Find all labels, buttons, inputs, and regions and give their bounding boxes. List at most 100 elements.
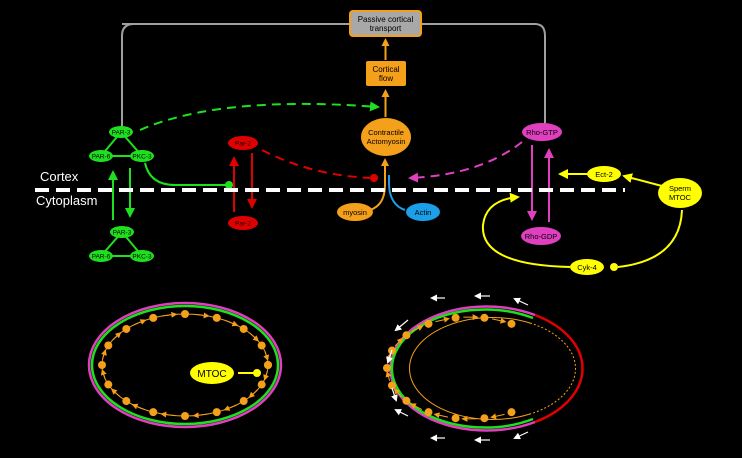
par3-cortex-node bbox=[109, 126, 133, 138]
cortical-flow-label-2: flow bbox=[379, 74, 393, 83]
sperm-mtoc-label-1: Sperm bbox=[669, 184, 691, 193]
passive-cortical-transport-box bbox=[349, 10, 422, 37]
flow-arrow bbox=[394, 409, 409, 417]
passive-transport-loop bbox=[121, 23, 546, 128]
left-cell-focus-arrow bbox=[133, 319, 147, 326]
right-cell-actomyosin-ring bbox=[409, 317, 531, 420]
par3-cortex-label: PAR-3 bbox=[112, 130, 131, 137]
left-cell-focus bbox=[212, 313, 221, 322]
cortical-flow-label-1: Cortical bbox=[372, 65, 399, 74]
pkc3-cortex-label: PKC-3 bbox=[132, 154, 152, 161]
left-cell-focus-arrow bbox=[112, 332, 122, 341]
pkc3-cyto-label: PKC-3 bbox=[132, 254, 152, 261]
cyk4-inhibition-dot bbox=[610, 263, 618, 271]
rho-gtp-label: Rho-GTP bbox=[526, 128, 558, 137]
actin-node bbox=[406, 203, 440, 221]
flow-arrow bbox=[513, 297, 529, 306]
right-cell-focus bbox=[451, 414, 460, 423]
left-cell-focus bbox=[239, 397, 248, 406]
left-cell-focus bbox=[212, 408, 221, 417]
left-cell-focus-arrow bbox=[263, 350, 270, 361]
cortical-flow-box bbox=[366, 61, 406, 86]
rho-gdp-node bbox=[521, 227, 561, 245]
flow-arrow bbox=[394, 319, 409, 332]
par2-cortex-label: Par-2 bbox=[235, 141, 251, 148]
left-cell: MTOC bbox=[87, 301, 283, 429]
mtoc-label: MTOC bbox=[197, 369, 226, 380]
left-cell-focus-arrow bbox=[263, 370, 269, 381]
pkc3-inhibits-par2 bbox=[144, 162, 226, 186]
par6-cyto-label: PAR-6 bbox=[92, 254, 111, 261]
left-cell-focus bbox=[104, 341, 113, 350]
left-cell-focus-arrow bbox=[111, 388, 121, 398]
right-cell-focus bbox=[388, 381, 397, 390]
pkc3-cortex-node bbox=[130, 150, 154, 162]
ect2-label: Ect-2 bbox=[595, 170, 613, 179]
right-cell-focus-arrow bbox=[411, 325, 424, 333]
left-cell-focus bbox=[181, 310, 189, 318]
left-cell-focus-arrow bbox=[225, 320, 239, 327]
par2-cyto-node bbox=[228, 216, 258, 230]
left-cell-focus bbox=[257, 341, 266, 350]
left-cell-focus bbox=[264, 361, 272, 369]
left-cell-focus-arrow bbox=[248, 389, 258, 398]
passive-cortical-transport-label-2: transport bbox=[370, 24, 402, 33]
myosin-label: myosin bbox=[343, 208, 367, 217]
left-cell-cortex bbox=[90, 304, 280, 426]
right-cell-focus bbox=[451, 313, 460, 322]
right-cell-focus bbox=[424, 319, 433, 328]
cyk4-node bbox=[570, 259, 604, 275]
left-cell-focus-arrow bbox=[160, 411, 176, 418]
right-cell-focus bbox=[507, 319, 516, 328]
actin-label: Actin bbox=[415, 208, 432, 217]
right-cell-focus-arrow bbox=[385, 370, 392, 381]
rhogtp-activates-actomyosin bbox=[408, 141, 523, 183]
par6-cortex-label: PAR-6 bbox=[92, 154, 111, 161]
left-cell-foci bbox=[98, 310, 272, 420]
cytoplasm-label: Cytoplasm bbox=[36, 193, 97, 208]
left-cell-focus bbox=[239, 324, 248, 333]
right-cell-focus bbox=[424, 408, 433, 417]
cyk4-label: Cyk-4 bbox=[577, 263, 597, 272]
right-cell-focus bbox=[402, 396, 411, 405]
right-cell-focus-arrow bbox=[433, 412, 449, 419]
par-activates-actomyosin bbox=[139, 101, 380, 131]
rho-gdp-label: Rho-GDP bbox=[525, 232, 558, 241]
left-cell-focus-arrow bbox=[131, 403, 145, 410]
left-cell-focus-arrow bbox=[223, 404, 237, 411]
left-cell-focus-arrow bbox=[249, 332, 259, 342]
left-cell-focus bbox=[257, 380, 266, 389]
left-cell-focus-arrow bbox=[100, 369, 107, 380]
left-cell-focus bbox=[149, 313, 158, 322]
right-cell-focus-arrow bbox=[394, 337, 404, 347]
left-cell-focus bbox=[122, 324, 131, 333]
cortical-flow-arrows bbox=[386, 292, 529, 444]
right-cell-foci bbox=[383, 313, 516, 423]
contractile-actomyosin-node bbox=[361, 118, 411, 156]
right-cell bbox=[383, 292, 584, 444]
ect2-node bbox=[587, 166, 621, 182]
flow-arrow bbox=[386, 349, 393, 364]
par3-cyto-label: PAR-3 bbox=[113, 230, 132, 237]
flow-arrow bbox=[391, 387, 398, 402]
par2-inhibits-actomyosin bbox=[261, 149, 371, 179]
right-cell-focus-arrow bbox=[490, 413, 505, 420]
left-cell-focus-arrow bbox=[162, 311, 178, 318]
right-cell-focus bbox=[507, 408, 516, 417]
right-cell-focus-arrow bbox=[409, 403, 423, 411]
left-cell-focus-arrow bbox=[194, 312, 210, 319]
contractile-actomyosin-label-2: Actomyosin bbox=[367, 137, 406, 146]
right-cell-focus bbox=[383, 364, 391, 372]
right-cell-dotted-ring bbox=[529, 322, 576, 415]
right-cell-focus-arrow bbox=[491, 317, 507, 324]
myosin-to-actomyosin bbox=[369, 158, 389, 211]
sperm-mtoc-node bbox=[658, 178, 702, 208]
contractile-actomyosin-label-1: Contractile bbox=[368, 128, 404, 137]
flow-arrow bbox=[513, 431, 529, 440]
right-cell-focus bbox=[480, 313, 489, 322]
par2-inhibition-dot bbox=[370, 174, 378, 182]
left-cell-focus bbox=[181, 412, 189, 420]
left-cell-focus bbox=[98, 361, 106, 369]
left-cell-outer-membrane bbox=[87, 301, 283, 429]
mtoc-node bbox=[190, 362, 234, 384]
